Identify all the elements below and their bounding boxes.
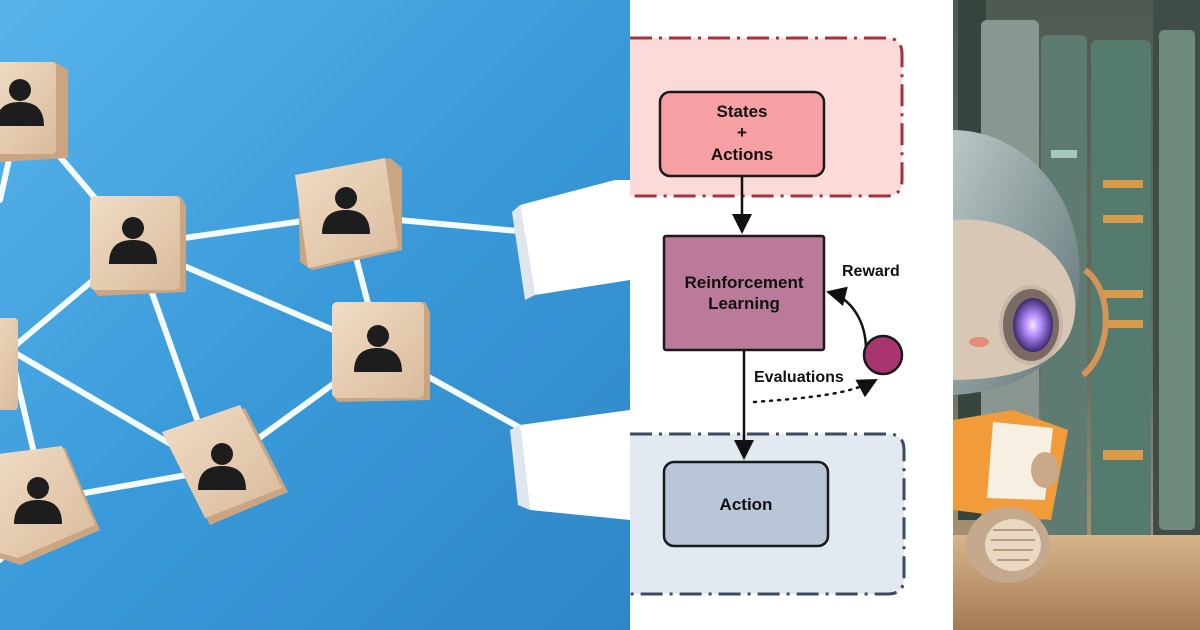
- states-actions-node: States + Actions: [658, 90, 826, 178]
- robot-reading-photo: [953, 0, 1200, 630]
- white-blocks: [510, 180, 630, 520]
- rl-diagram-panel: States + Actions Reinforcement Learning …: [630, 0, 953, 630]
- rl-line-1: Reinforcement: [684, 273, 803, 292]
- rl-line-2: Learning: [708, 294, 780, 313]
- person-block-1: [90, 196, 186, 296]
- person-block-3: [332, 302, 430, 402]
- evaluations-label: Evaluations: [754, 369, 844, 386]
- robot-reading-illustration: [953, 0, 1200, 630]
- reinforcement-learning-node: Reinforcement Learning: [662, 234, 826, 352]
- environment-circle: [862, 334, 904, 376]
- action-node: Action: [662, 460, 830, 548]
- evaluations-arrow: [752, 378, 878, 404]
- states-actions-line-3: Actions: [711, 145, 773, 164]
- rl-diagram: States + Actions Reinforcement Learning …: [630, 36, 906, 596]
- person-block-top-left: [0, 62, 68, 162]
- robot: [953, 130, 1109, 583]
- network-blocks-photo: [0, 0, 630, 630]
- states-actions-line-2: +: [737, 123, 747, 142]
- reward-arrow: [826, 286, 868, 351]
- network-blocks-illustration: [0, 0, 630, 630]
- person-block-2: [295, 158, 402, 270]
- person-block-5: [0, 446, 100, 565]
- blue-paper-background: [0, 0, 630, 630]
- person-block-left-edge: [0, 318, 18, 410]
- states-actions-line-1: States: [716, 102, 767, 121]
- person-block-4: [162, 405, 288, 525]
- action-label: Action: [720, 495, 773, 514]
- reward-label: Reward: [842, 263, 900, 280]
